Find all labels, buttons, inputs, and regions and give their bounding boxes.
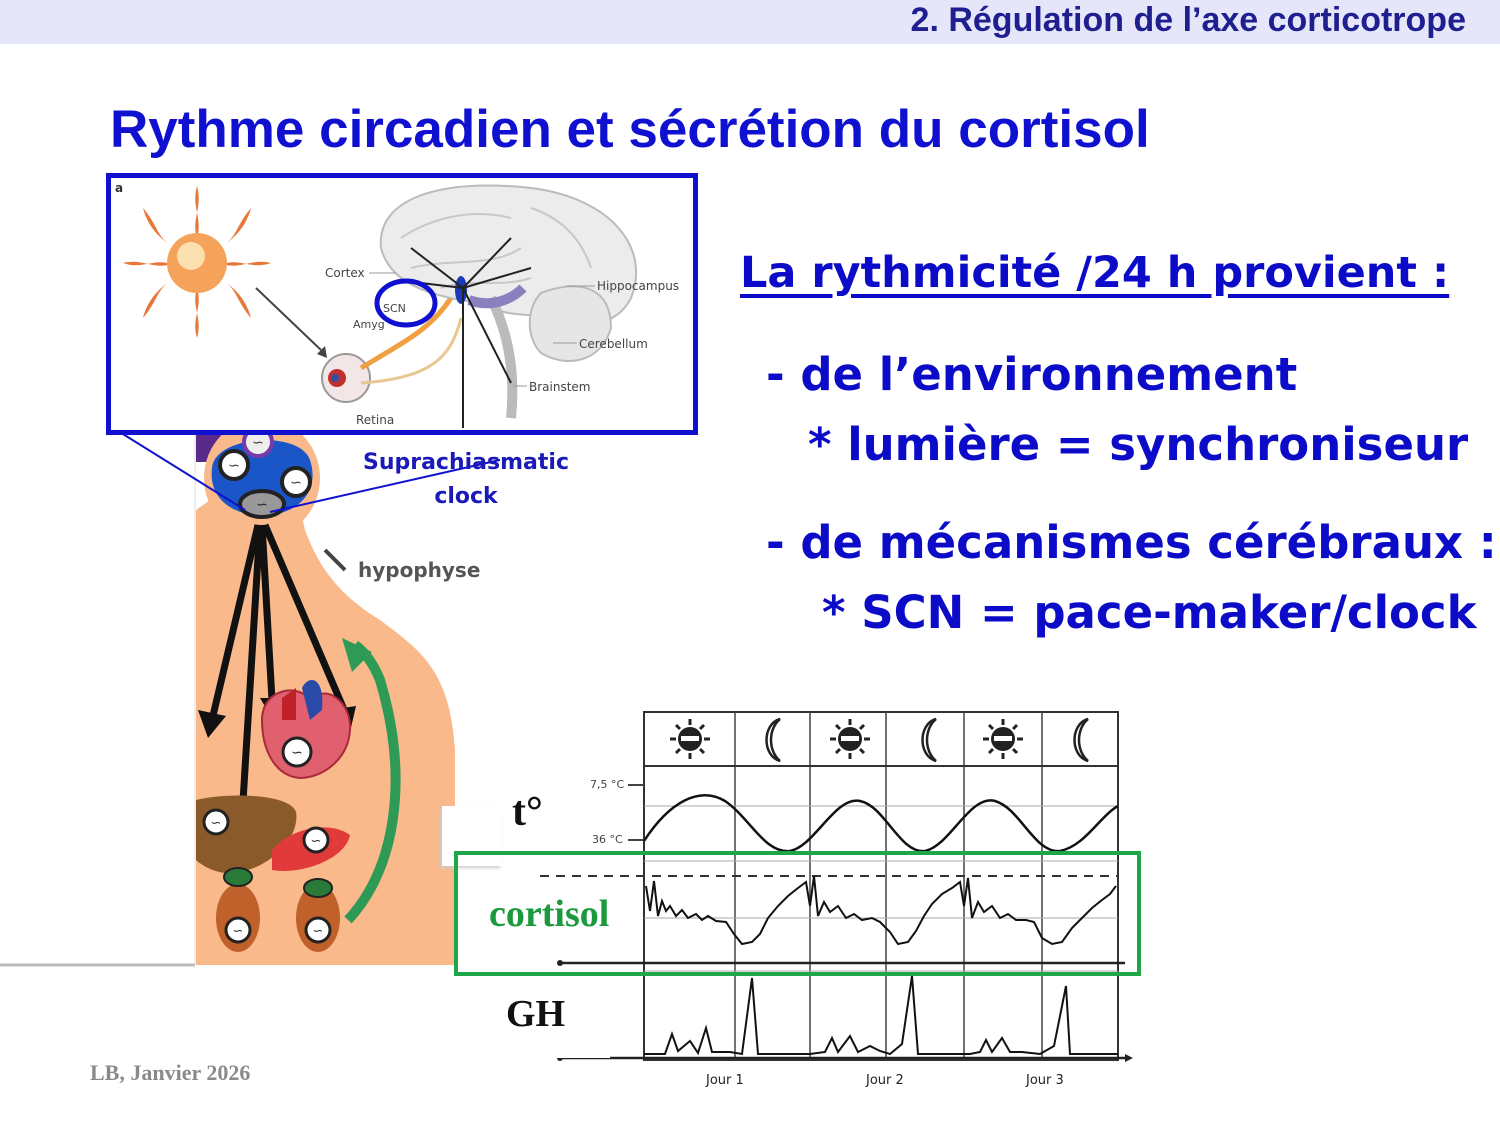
svg-text:∽: ∽: [211, 815, 222, 830]
label-brainstem: Brainstem: [529, 380, 591, 394]
svg-text:∽: ∽: [291, 744, 303, 760]
clock-node-left: ∽: [218, 449, 250, 481]
cortisol-highlight-box: [454, 851, 1141, 976]
svg-text:∽: ∽: [228, 457, 240, 473]
label-retina: Retina: [356, 413, 394, 427]
label-amygdala: Amyg: [353, 318, 385, 331]
rhythm-chart: 7,5 °C 36 °C Jour 1 Jour 2 Jour 3: [540, 711, 1133, 1088]
cortisol-row-label: cortisol: [489, 893, 610, 935]
pancreas-icon: ∽: [272, 826, 350, 871]
label-scn: SCN: [383, 302, 406, 315]
brain-icon: [379, 184, 637, 419]
header-band: [0, 0, 1500, 44]
chart-grid-verticals: [734, 712, 1043, 1060]
bullet-environment: - de l’environnement: [766, 348, 1298, 401]
label-cortex: Cortex: [325, 266, 365, 280]
label-hippocampus: Hippocampus: [597, 279, 679, 293]
day-label-1: Jour 1: [705, 1073, 744, 1088]
svg-text:∽: ∽: [256, 496, 268, 512]
svg-text:∽: ∽: [252, 434, 264, 450]
scn-clock-label-line2: clock: [434, 484, 498, 509]
gh-label-bg: [482, 978, 610, 1058]
sun-icon-day2: [830, 719, 870, 759]
zoom-line-right: [269, 458, 500, 513]
bullet-brain-mechanisms: - de mécanismes cérébraux :: [766, 516, 1497, 569]
heart-icon: ∽: [260, 680, 352, 780]
section-header: 2. Régulation de l’axe corticotrope: [910, 1, 1466, 39]
zoom-line-left: [109, 425, 246, 511]
hypophyse-pointer: [323, 548, 347, 572]
brain-inset-drawing: a: [115, 181, 679, 428]
gh-curve: [644, 975, 1118, 1056]
kidney-right-icon: ∽: [296, 878, 340, 952]
kidney-left-icon: ∽: [216, 867, 260, 952]
chart-frame: [643, 711, 1119, 1061]
sun-icon-day3: [983, 719, 1023, 759]
label-cerebellum: Cerebellum: [579, 337, 648, 351]
panel-letter: a: [115, 181, 123, 195]
hypophyse-label: hypophyse: [358, 558, 481, 582]
scn-circle: [374, 278, 438, 328]
temp-curve: [642, 794, 1119, 853]
brain-inset: a: [106, 173, 698, 435]
moon-icon-night2: [921, 717, 937, 763]
clock-node-scn: ∽: [238, 489, 286, 519]
footer-author-date: LB, Janvier 2026: [90, 1060, 251, 1085]
svg-text:∽: ∽: [233, 923, 244, 938]
day-label-3: Jour 3: [1025, 1073, 1064, 1088]
sun-icon-day1: [670, 719, 710, 759]
moon-icon-night1: [765, 717, 781, 763]
temp-tick-low: 36 °C: [592, 833, 623, 846]
scn-clock-label: Suprachiasmatic clock: [340, 446, 592, 514]
cortisol-curve: [645, 875, 1117, 946]
feedback-arrow-head: [342, 638, 372, 672]
moon-icon-night3: [1073, 717, 1089, 763]
svg-text:∽: ∽: [313, 923, 324, 938]
eye-icon: [321, 296, 463, 403]
svg-text:∽: ∽: [311, 833, 322, 848]
bullet-light-synchronizer: * lumière = synchroniseur: [808, 418, 1469, 471]
slide-title: Rythme circadien et sécrétion du cortiso…: [110, 100, 1150, 159]
temp-label-bg: [442, 806, 502, 866]
temp-tick-high: 7,5 °C: [590, 778, 624, 791]
day-label-2: Jour 2: [865, 1073, 904, 1088]
liver-icon: ∽: [196, 795, 297, 874]
sun-icon: [123, 186, 271, 338]
scn-clock-label-line1: Suprachiasmatic: [362, 450, 569, 475]
temp-row-label: t°: [512, 789, 543, 835]
bullet-scn-pacemaker: * SCN = pace-maker/clock: [822, 586, 1477, 639]
svg-text:∽: ∽: [290, 474, 302, 490]
body-figure: ∽ ∽ ∽ ∽ ∽ ∽ ∽ ∽: [0, 420, 500, 967]
clock-node-top: ∽: [242, 426, 274, 458]
clock-node-right: ∽: [280, 466, 312, 498]
gh-row-label: GH: [506, 993, 566, 1035]
subheading: La rythmicité /24 h provient :: [740, 248, 1450, 298]
chart-grid-horizontals: [644, 805, 1118, 972]
